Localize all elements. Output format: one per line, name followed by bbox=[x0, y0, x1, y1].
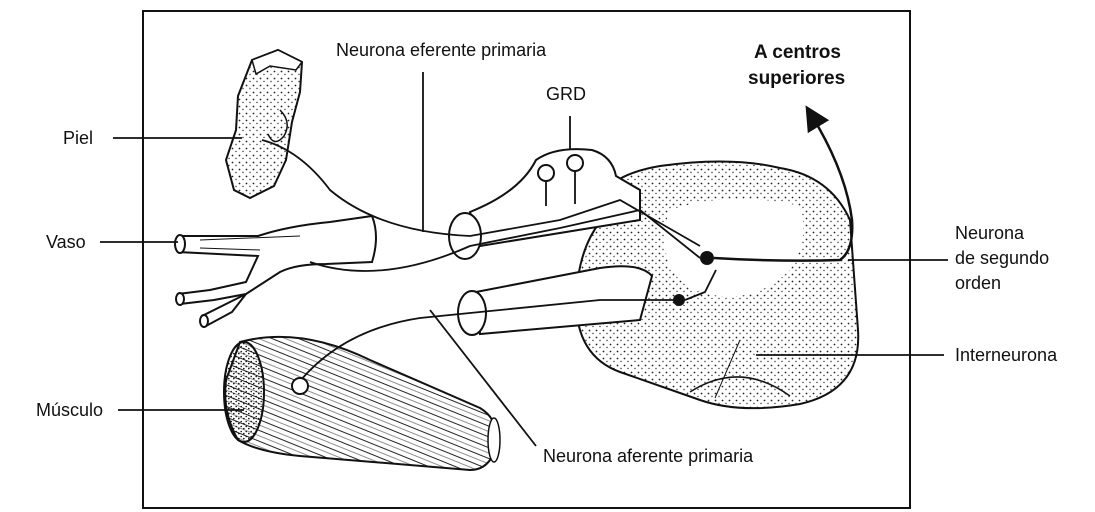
skin-illustration bbox=[226, 50, 302, 198]
blood-vessel-illustration bbox=[175, 216, 376, 327]
muscle-receptor bbox=[292, 378, 308, 394]
label-segundo-3: orden bbox=[955, 272, 1001, 294]
muscle-illustration bbox=[224, 337, 500, 470]
label-grd: GRD bbox=[546, 83, 586, 105]
second-order-neuron-soma bbox=[700, 251, 714, 265]
label-segundo-2: de segundo bbox=[955, 247, 1049, 269]
label-neurona-eferente: Neurona eferente primaria bbox=[336, 39, 546, 61]
label-segundo-1: Neurona bbox=[955, 222, 1024, 244]
label-neurona-aferente: Neurona aferente primaria bbox=[543, 445, 753, 467]
label-centros-2: superiores bbox=[748, 68, 845, 90]
label-piel: Piel bbox=[63, 127, 93, 149]
interneuron-soma bbox=[673, 294, 685, 306]
label-musculo: Músculo bbox=[36, 399, 103, 421]
label-vaso: Vaso bbox=[46, 231, 86, 253]
label-interneurona: Interneurona bbox=[955, 344, 1057, 366]
label-centros-1: A centros bbox=[754, 42, 841, 64]
